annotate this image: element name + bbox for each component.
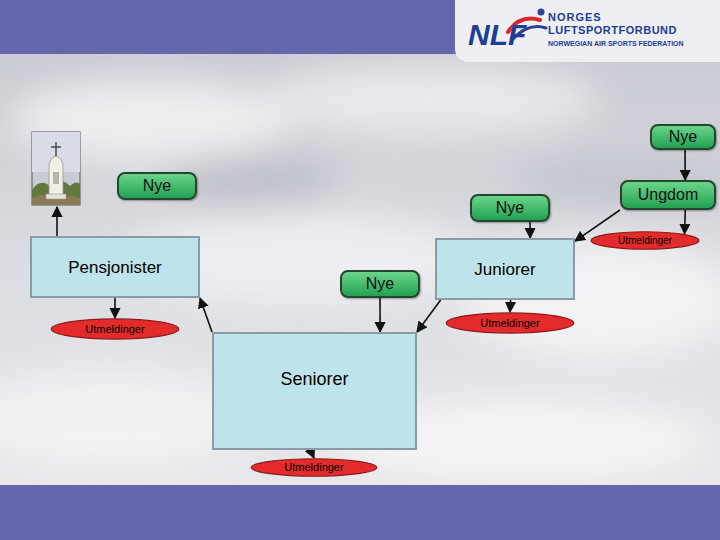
node-text: Seniorer — [280, 369, 348, 390]
oval-shape — [51, 319, 178, 339]
node-text: Nye — [143, 177, 171, 195]
exit-oval: Utmeldinger — [445, 312, 575, 334]
group-box: Juniorer — [435, 238, 575, 300]
flow-arrow — [310, 450, 314, 458]
node-text: Juniorer — [474, 260, 535, 280]
group-box: Pensjonister — [30, 236, 200, 298]
grave-picture — [32, 132, 80, 205]
entry-box: Nye — [117, 172, 197, 200]
oval-shape — [446, 313, 573, 333]
flow-arrow — [529, 222, 531, 238]
exit-oval: Utmeldinger — [250, 458, 378, 477]
node-text: Utmeldinger — [618, 235, 672, 247]
entry-box: Nye — [470, 194, 550, 222]
clouds — [0, 65, 720, 480]
flow-arrow — [379, 298, 381, 332]
arrow-to-picture — [56, 207, 58, 236]
node-text: Ungdom — [638, 186, 698, 204]
node-text: Utmeldinger — [284, 461, 343, 474]
flow-arrow — [684, 210, 686, 234]
flow-arrow — [684, 150, 686, 180]
node-text: Nye — [669, 128, 697, 146]
bottom-band — [0, 485, 720, 540]
node-text: Pensjonister — [68, 258, 162, 278]
node-text: Utmeldinger — [480, 317, 539, 330]
entry-box: Nye — [650, 124, 716, 150]
oval-shape — [251, 459, 376, 476]
node-text: Nye — [366, 275, 394, 293]
flow-arrow — [114, 298, 116, 318]
group-box: Seniorer — [212, 332, 417, 450]
node-text: Utmeldinger — [85, 323, 144, 336]
flow-arrow — [200, 298, 212, 332]
node-text: Nye — [496, 199, 524, 217]
logo-text: LUFTSPORTFORBUND — [548, 25, 677, 36]
logo-text: NORGES — [548, 12, 602, 23]
flow-arrow — [417, 300, 441, 332]
exit-oval: Utmeldinger — [590, 231, 700, 250]
oval-shape — [591, 232, 699, 249]
logo-text: NORWEGIAN AIR SPORTS FEDERATION — [548, 40, 684, 47]
entry-box: Ungdom — [620, 180, 716, 210]
flow-arrow — [509, 300, 511, 312]
logo-panel — [455, 0, 720, 62]
entry-box: Nye — [340, 270, 420, 298]
exit-oval: Utmeldinger — [50, 318, 180, 340]
logo-text: NLF — [468, 20, 526, 50]
